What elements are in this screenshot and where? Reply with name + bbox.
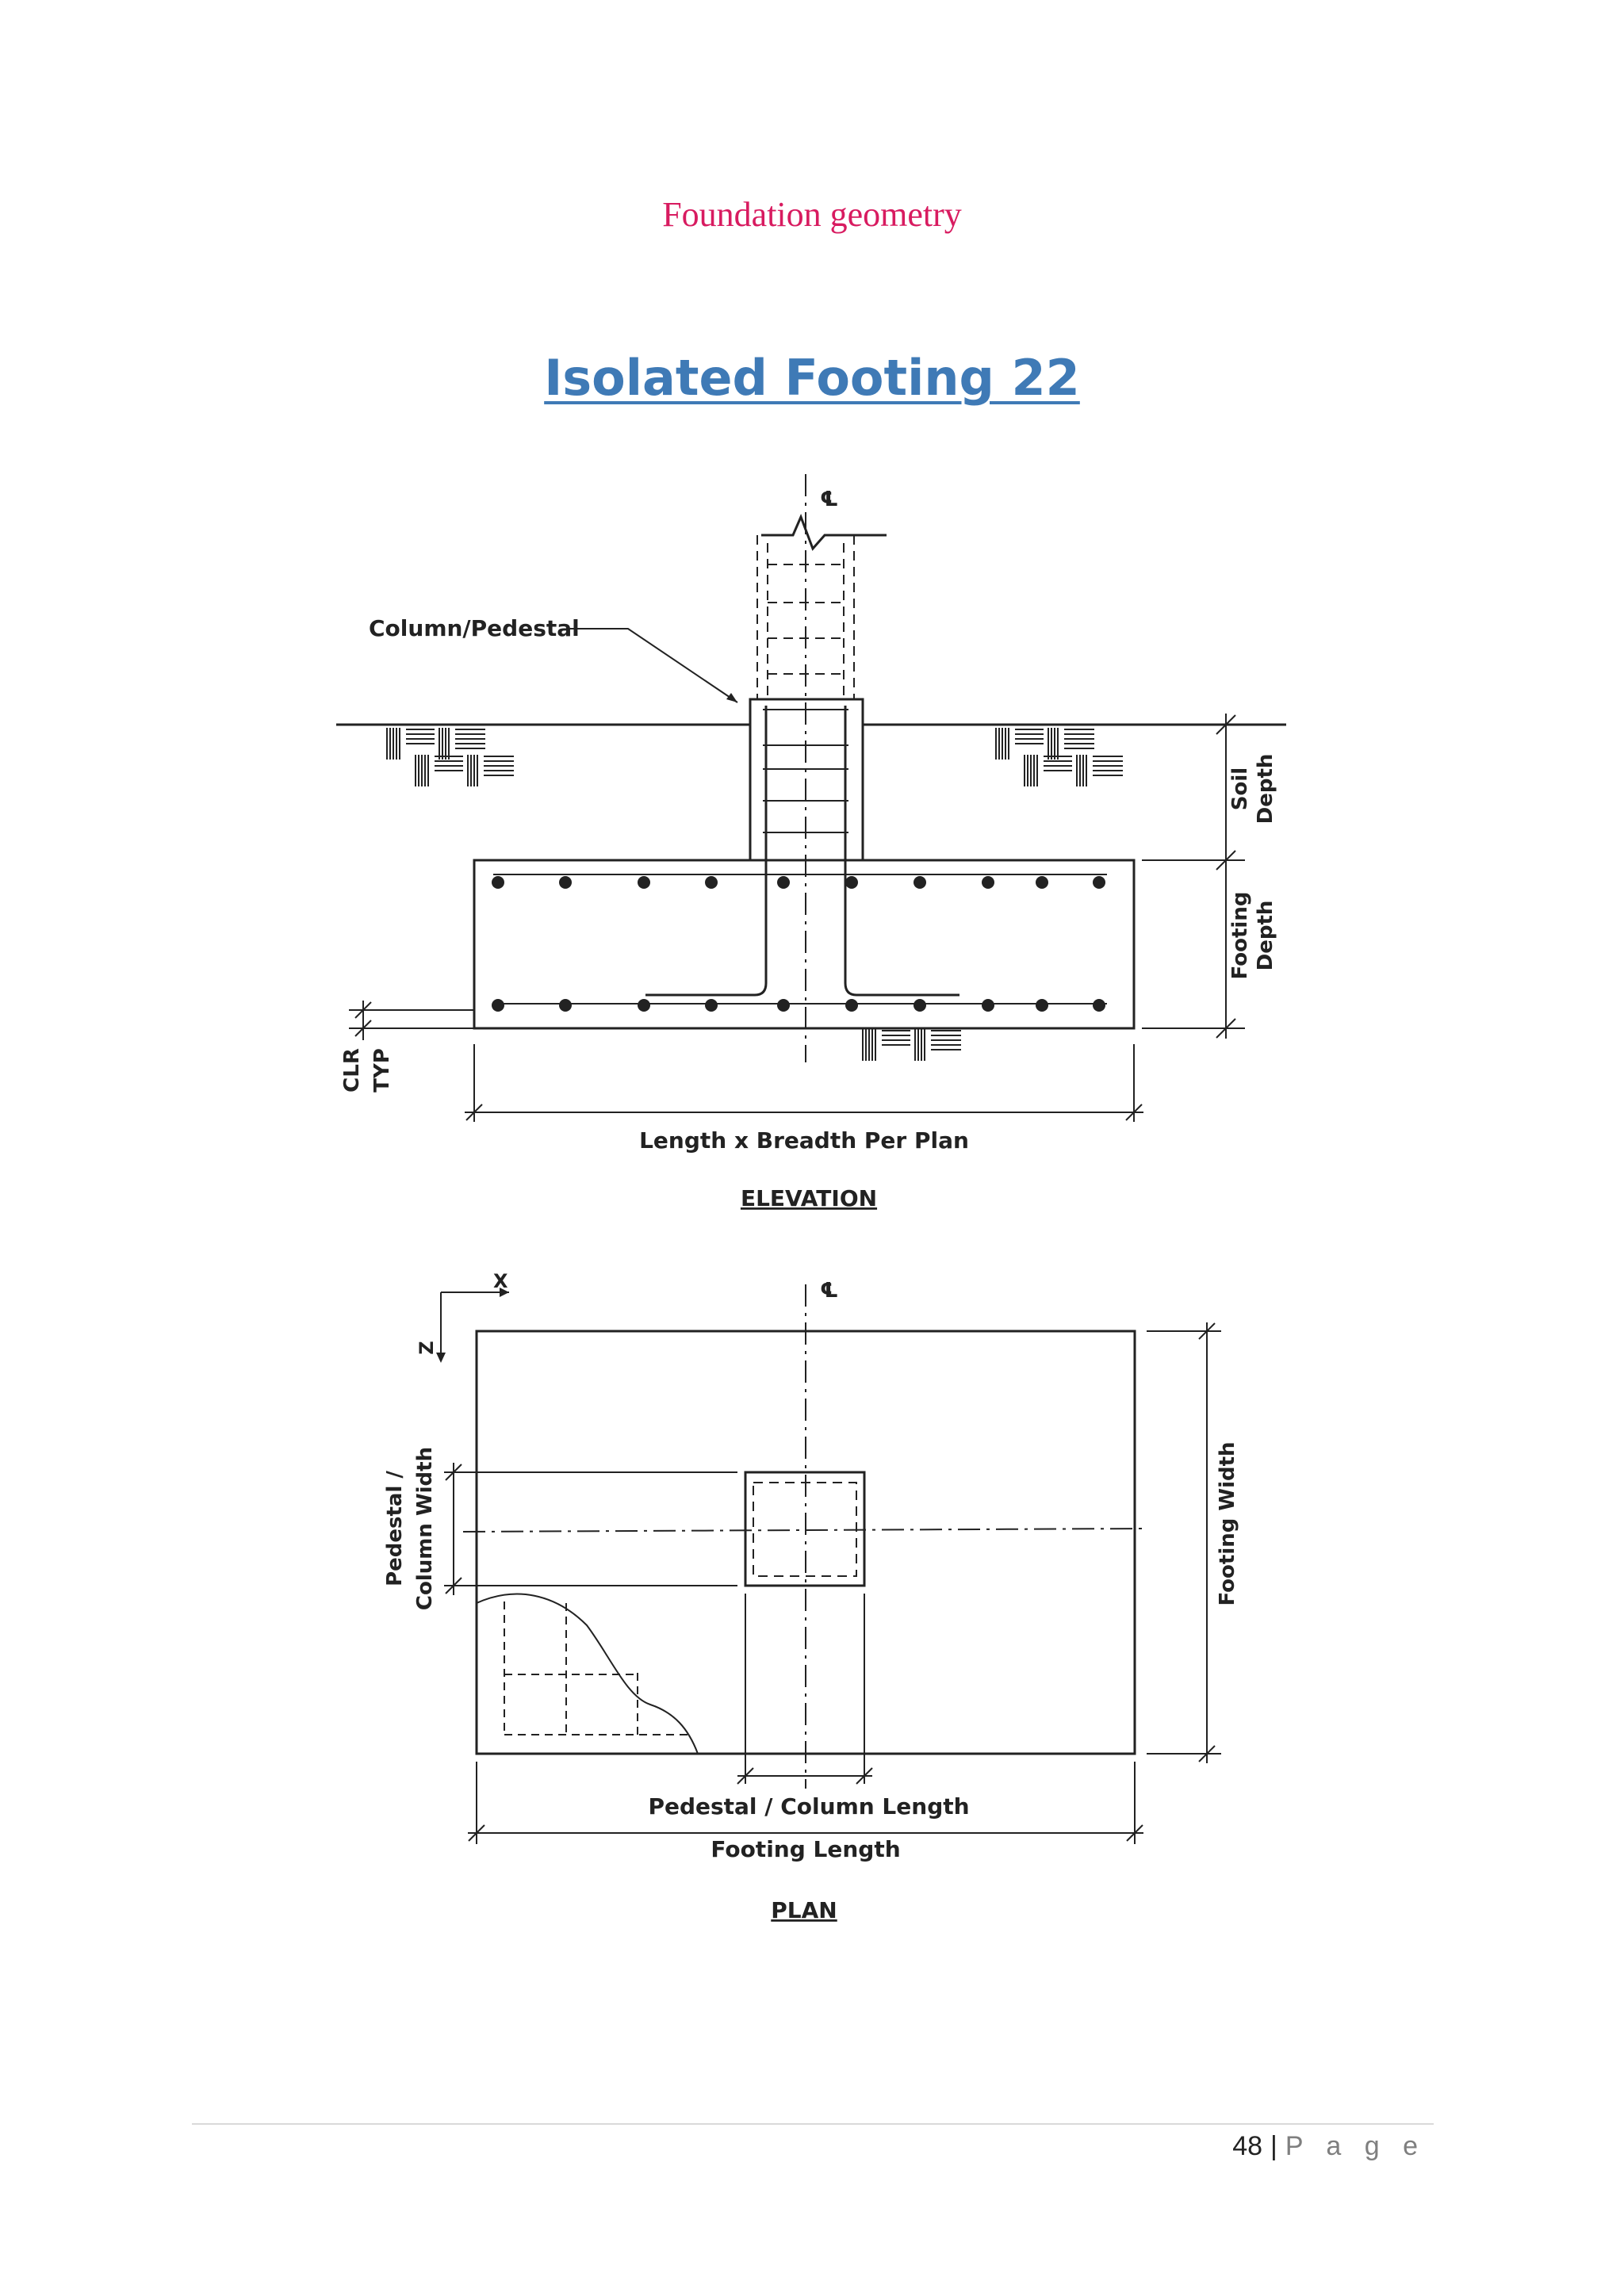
elevation-view [336,474,1286,1122]
footing-depth-label-2: Depth [1254,901,1277,971]
bottom-mesh [504,1601,690,1735]
top-rebar-dots [492,876,1105,889]
plan-pedestal-outline [744,1471,866,1587]
pedestal-ties [763,709,848,833]
plan-horizontal-centerline [462,1528,1144,1533]
page-title: Isolated Footing 22 [544,349,1080,407]
soil-depth-label-2: Depth [1254,754,1277,825]
section-heading: Foundation geometry [662,195,962,234]
bottom-rebar-dots [492,999,1105,1012]
plan-view [436,1284,1221,1844]
length-dimension [465,1044,1143,1122]
plan-title: PLAN [771,1897,837,1923]
cutaway-curve [476,1593,699,1755]
length-breadth-label: Length x Breadth Per Plan [639,1127,969,1154]
elevation-title: ELEVATION [741,1185,877,1211]
footing-outline [473,859,1136,1030]
elevation-centerline-symbol: ℄ [820,488,838,511]
page-number: 48 [1232,2131,1263,2161]
axis-indicator [440,1292,509,1360]
axis-z-label: Z [416,1341,438,1354]
footing-width-label: Footing Width [1216,1441,1239,1605]
page-footer: 48| P a g e [1232,2131,1426,2162]
column-above-ground [756,535,855,699]
footing-length-dimension [468,1762,1143,1844]
column-break-line [761,514,887,551]
pedestal-width-label-1: Pedestal / [383,1471,407,1586]
page-word: P a g e [1285,2131,1426,2161]
footing-depth-label-1: Footing [1228,892,1252,980]
footer-rule [192,2123,1434,2125]
soil-depth-label-1: Soil [1228,767,1252,810]
pedestal-length-dimension [737,1767,873,1785]
clr-dimension [349,1001,474,1040]
clr-label: CLR [340,1048,364,1093]
plan-column-outline [753,1482,857,1577]
plan-centerline-symbol: ℄ [820,1279,838,1303]
axis-x-label: X [493,1270,508,1292]
pedestal-outline [474,698,1134,862]
column-pedestal-leader [566,628,738,703]
page-separator: | [1270,2131,1277,2161]
footing-length-label: Footing Length [710,1836,900,1862]
footing-width-dimension [1147,1322,1221,1763]
pedestal-width-label-2: Column Width [413,1447,437,1610]
typ-label: TYP [370,1048,394,1093]
pedestal-length-label: Pedestal / Column Length [648,1793,969,1820]
right-dimension [1142,714,1285,1039]
plan-footing-outline [475,1330,1136,1755]
pedestal-width-dimension [445,1463,462,1595]
column-pedestal-label: Column/Pedestal [369,615,580,641]
